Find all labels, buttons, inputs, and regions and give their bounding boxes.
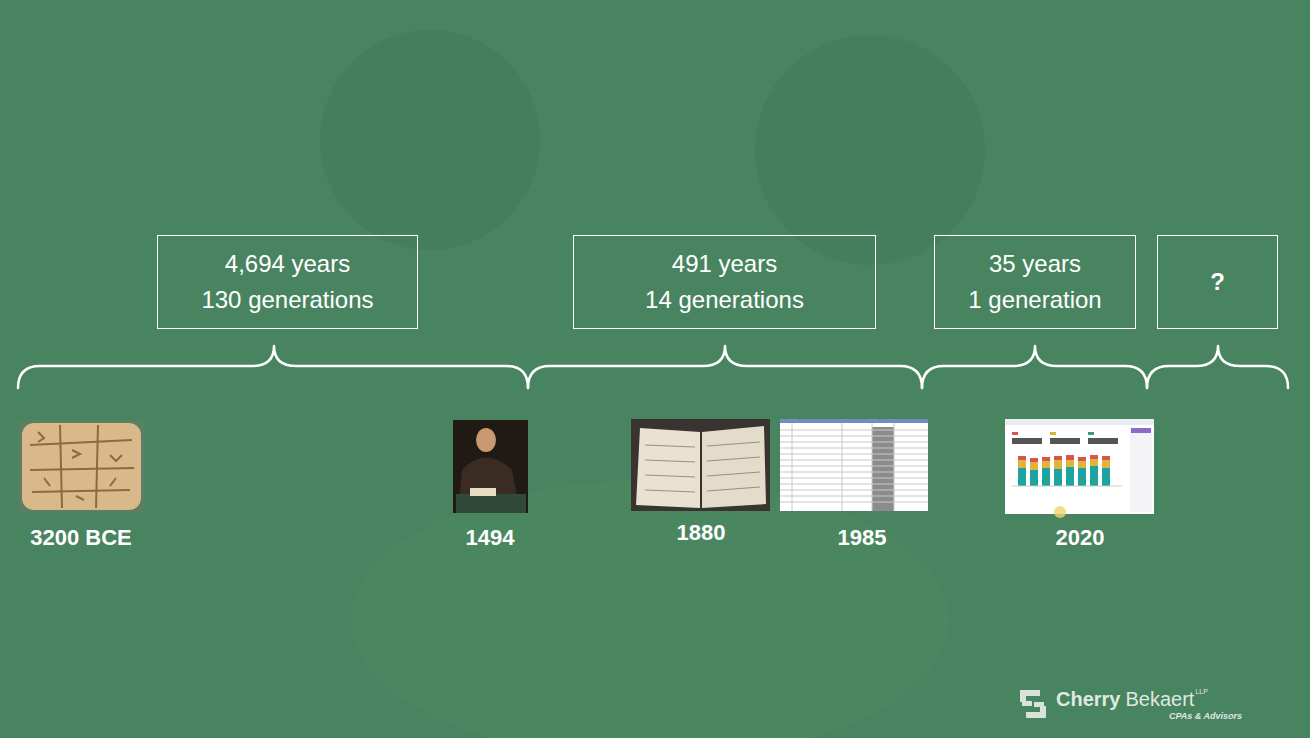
company-logo: CherryBekaertLLP CPAs & Advisors [1056,688,1256,721]
duration-text: 491 years [672,246,777,282]
duration-text: 4,694 years [225,246,350,282]
period-box: ? [1157,235,1278,329]
dashboard-screen [1005,419,1154,518]
year-label: 1985 [838,525,887,551]
duration-text: 35 years [989,246,1081,282]
year-label: 1494 [466,525,515,551]
year-label: 3200 BCE [30,525,132,551]
period-box: 4,694 years130 generations [157,235,418,329]
brackets [18,346,1288,388]
pacioli-portrait [453,420,528,513]
year-label: 1880 [677,520,726,546]
generation-text: 130 generations [201,282,373,318]
ledger-book [631,419,770,511]
clay-tablet [18,420,145,513]
year-label: 2020 [1056,525,1105,551]
logo-word: Bekaert [1125,688,1194,711]
generation-text: 1 generation [968,282,1101,318]
period-box: 35 years1 generation [934,235,1136,329]
generation-text: 14 generations [645,282,804,318]
logo-mark [1020,690,1046,718]
logo-word: Cherry [1056,688,1120,711]
logo-suffix: LLP [1195,688,1207,695]
duration-text: ? [1210,264,1225,300]
spreadsheet-screen [780,419,928,511]
period-box: 491 years14 generations [573,235,876,329]
logo-tagline: CPAs & Advisors [1056,711,1242,721]
